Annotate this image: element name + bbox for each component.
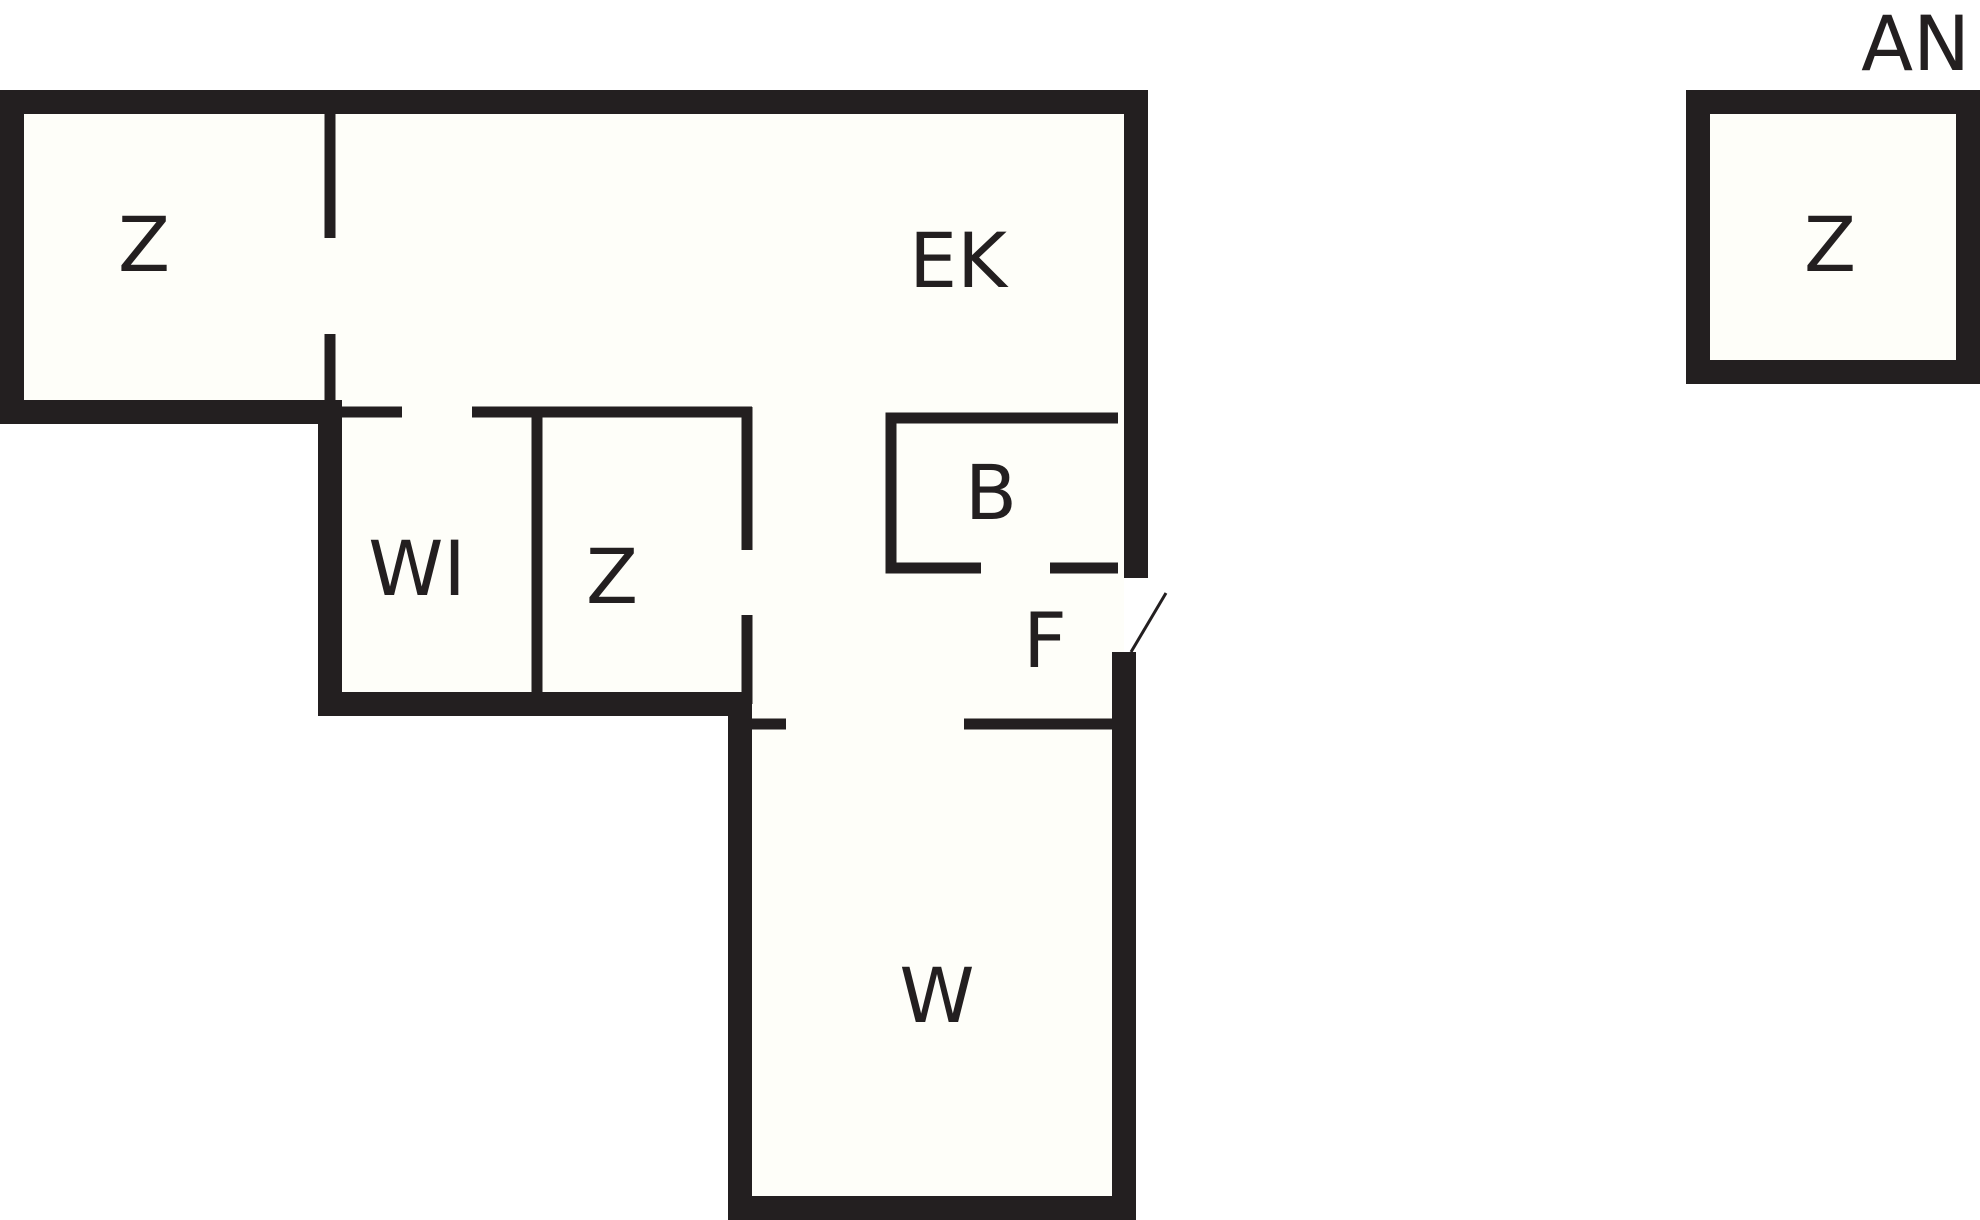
interior-walls [324, 108, 1118, 730]
exterior-wall [0, 400, 745, 716]
floor-fill [12, 102, 1968, 1208]
room-label-f: F [1023, 596, 1067, 685]
room-label-wi: WI [368, 524, 466, 613]
room-label-z-annex: Z [1804, 200, 1856, 289]
exterior-wall [728, 652, 1136, 1220]
room-label-z-middle: Z [586, 532, 638, 621]
room-label-z-top-left: Z [118, 200, 170, 289]
entrance-door-swing [1129, 592, 1168, 653]
room-label-ek: EK [909, 216, 1009, 305]
room-label-b: B [965, 448, 1017, 537]
room-label-w: W [899, 951, 974, 1040]
annex-tag: AN [1861, 0, 1970, 88]
exterior-wall [0, 90, 1148, 578]
annex-wall [1686, 90, 1980, 384]
